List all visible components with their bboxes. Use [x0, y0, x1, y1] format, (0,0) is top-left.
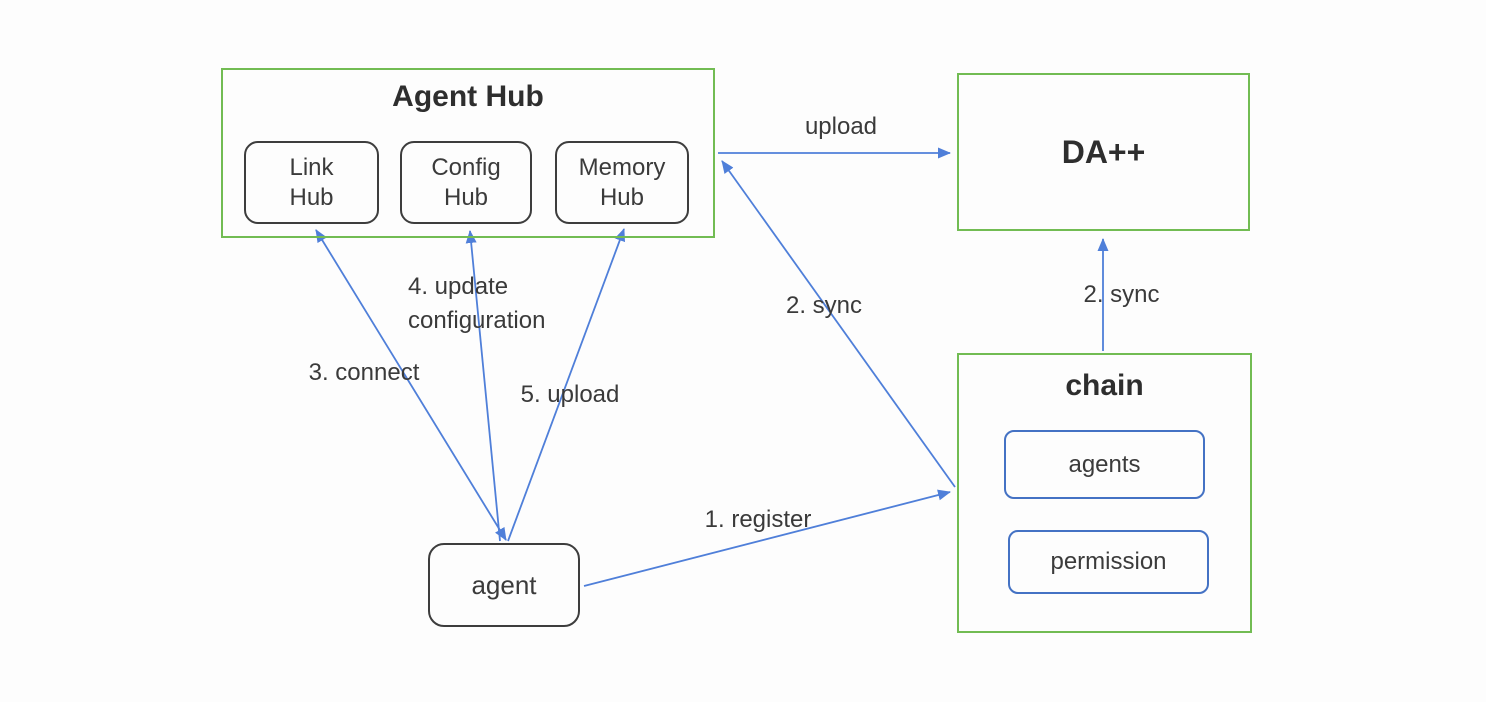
node-permission: permission — [1008, 530, 1209, 594]
edge-label-update-config: 4. update configuration — [408, 273, 546, 334]
edge-update-config — [465, 230, 501, 542]
edge-label-upload-memory: 5. upload — [520, 381, 620, 408]
edge-label-upload-da: upload — [804, 113, 878, 140]
node-da: DA++ — [957, 73, 1250, 231]
da-title: DA++ — [1061, 133, 1146, 170]
node-agent: agent — [428, 543, 580, 627]
node-memory-hub: Memory Hub — [555, 141, 689, 224]
edge-sync-to-hub — [721, 160, 956, 488]
edge-label-sync-to-hub: 2. sync — [785, 292, 863, 319]
edge-upload-memory — [507, 228, 625, 542]
node-chain: chain agents permission — [957, 353, 1252, 633]
edge-label-sync-to-da: 2. sync — [1083, 281, 1160, 308]
node-agents: agents — [1004, 430, 1205, 499]
node-link-hub: Link Hub — [244, 141, 379, 224]
edge-connect — [315, 229, 507, 541]
edge-label-connect: 3. connect — [308, 359, 420, 386]
node-agent-hub: Agent Hub Link Hub Config Hub Memory Hub — [221, 68, 715, 238]
edge-label-register: 1. register — [704, 506, 812, 533]
chain-title: chain — [1065, 369, 1144, 402]
agent-hub-title: Agent Hub — [392, 80, 544, 113]
node-config-hub: Config Hub — [400, 141, 532, 224]
edge-register — [583, 489, 951, 587]
